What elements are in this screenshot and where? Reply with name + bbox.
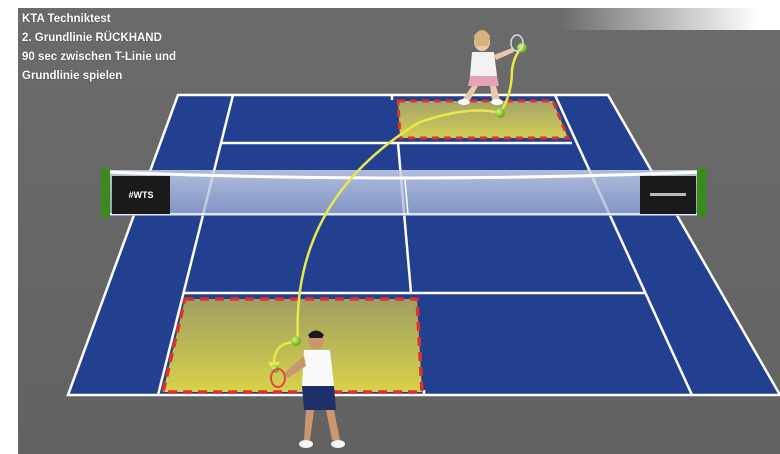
- net-post-right: [697, 168, 706, 217]
- title-line-2: 2. Grundlinie RÜCKHAND: [22, 29, 176, 48]
- title-line-4: Grundlinie spielen: [22, 67, 176, 86]
- title-line-1: KTA Techniktest: [22, 10, 176, 29]
- tennis-net: #WTS: [101, 168, 706, 217]
- title-block: KTA Techniktest 2. Grundlinie RÜCKHAND 9…: [22, 10, 176, 86]
- net-banner-right-logo: [650, 193, 686, 196]
- target-zone-near: [163, 299, 422, 392]
- tennis-ball-icon: [495, 108, 505, 118]
- title-line-3: 90 sec zwischen T-Linie und: [22, 48, 176, 67]
- net-banner-left-text: #WTS: [128, 190, 153, 200]
- net-post-left: [101, 168, 110, 217]
- target-zone-far: [398, 101, 568, 138]
- tennis-ball-icon: [291, 336, 301, 346]
